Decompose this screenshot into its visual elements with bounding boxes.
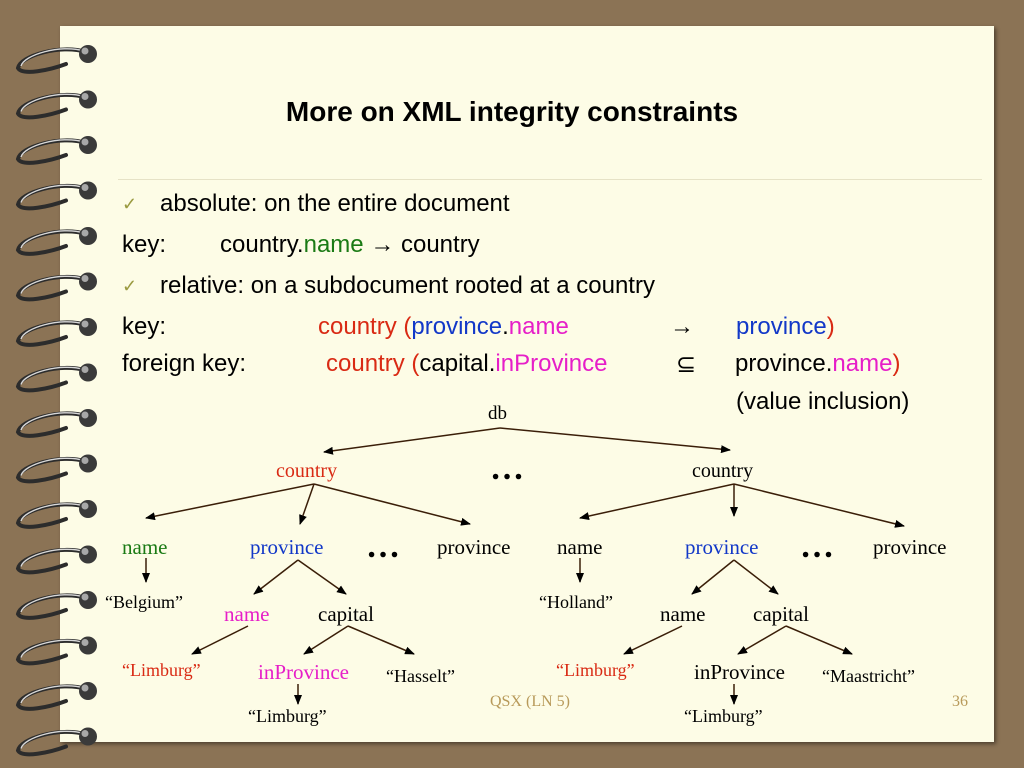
bullet-absolute: absolute: on the entire document bbox=[160, 190, 510, 217]
title-divider bbox=[118, 179, 982, 180]
foreign-key-label: foreign key: bbox=[122, 350, 247, 377]
tree-node-capital-1: capital bbox=[318, 602, 374, 626]
key2-arrow: → bbox=[670, 313, 694, 340]
tree-node-province-name-2: name bbox=[660, 602, 706, 626]
binding-ring bbox=[15, 45, 97, 74]
value-inprovince-limburg-2: “Limburg” bbox=[684, 706, 763, 726]
binding-ring bbox=[15, 591, 97, 620]
binding-ring bbox=[15, 318, 97, 347]
value-maastricht: “Maastricht” bbox=[822, 666, 915, 686]
binding-ring bbox=[15, 500, 97, 529]
value-belgium: “Belgium” bbox=[105, 592, 183, 612]
key1-label: key: bbox=[122, 231, 167, 258]
spiral-binding bbox=[15, 45, 97, 757]
binding-ring bbox=[15, 227, 97, 256]
bullet-relative: relative: on a subdocument rooted at a c… bbox=[160, 272, 655, 299]
tree-node-capital-2: capital bbox=[753, 602, 809, 626]
binding-ring bbox=[15, 272, 97, 302]
slide-page-number: 36 bbox=[952, 693, 968, 710]
binding-ring bbox=[15, 181, 97, 211]
slide-paper bbox=[60, 26, 994, 742]
key2-rhs: province) bbox=[736, 313, 835, 340]
value-inprovince-limburg-1: “Limburg” bbox=[248, 706, 327, 726]
binding-ring bbox=[15, 636, 97, 666]
binding-ring bbox=[15, 409, 97, 438]
tree-node-country-2: country bbox=[692, 460, 754, 482]
binding-ring bbox=[15, 363, 97, 393]
tree-node-province-2b: province bbox=[873, 535, 947, 559]
ellipsis-provinces-2: … bbox=[800, 528, 838, 565]
ellipsis-provinces-1: … bbox=[366, 528, 404, 565]
tree-node-inprovince-2: inProvince bbox=[694, 660, 785, 684]
tree-node-province-2: province bbox=[685, 535, 759, 559]
tree-node-db: db bbox=[488, 403, 507, 424]
tree-node-inprovince-1: inProvince bbox=[258, 660, 349, 684]
checkmark-icon: ✓ bbox=[122, 194, 138, 214]
foreign-key-rhs: province.name) bbox=[735, 350, 901, 377]
binding-ring bbox=[15, 454, 97, 484]
foreign-key-lhs: country (capital.inProvince bbox=[326, 350, 608, 377]
binding-ring bbox=[15, 90, 97, 120]
binding-ring bbox=[15, 136, 97, 165]
ellipsis-countries: … bbox=[490, 450, 528, 487]
subset-symbol: ⊆ bbox=[676, 351, 697, 378]
value-holland: “Holland” bbox=[539, 592, 613, 612]
key1-expression: country.name → country bbox=[220, 231, 480, 258]
tree-node-country-1: country bbox=[276, 460, 338, 482]
binding-ring bbox=[15, 682, 97, 711]
key2-lhs: country (province.name bbox=[318, 313, 569, 340]
tree-node-name-1: name bbox=[122, 535, 168, 559]
value-hasselt: “Hasselt” bbox=[386, 666, 455, 686]
value-limburg-1: “Limburg” bbox=[122, 660, 201, 680]
value-limburg-2: “Limburg” bbox=[556, 660, 635, 680]
value-inclusion-note: (value inclusion) bbox=[736, 388, 910, 415]
checkmark-icon: ✓ bbox=[122, 276, 138, 296]
slide-footer: QSX (LN 5) bbox=[490, 693, 570, 710]
tree-node-province-1b: province bbox=[437, 535, 511, 559]
key2-label: key: bbox=[122, 313, 167, 340]
tree-node-name-2: name bbox=[557, 535, 603, 559]
tree-node-province-1: province bbox=[250, 535, 324, 559]
slide-title: More on XML integrity constraints bbox=[285, 96, 739, 127]
tree-node-province-name-1: name bbox=[224, 602, 270, 626]
binding-ring bbox=[15, 545, 97, 575]
binding-ring bbox=[15, 727, 97, 757]
